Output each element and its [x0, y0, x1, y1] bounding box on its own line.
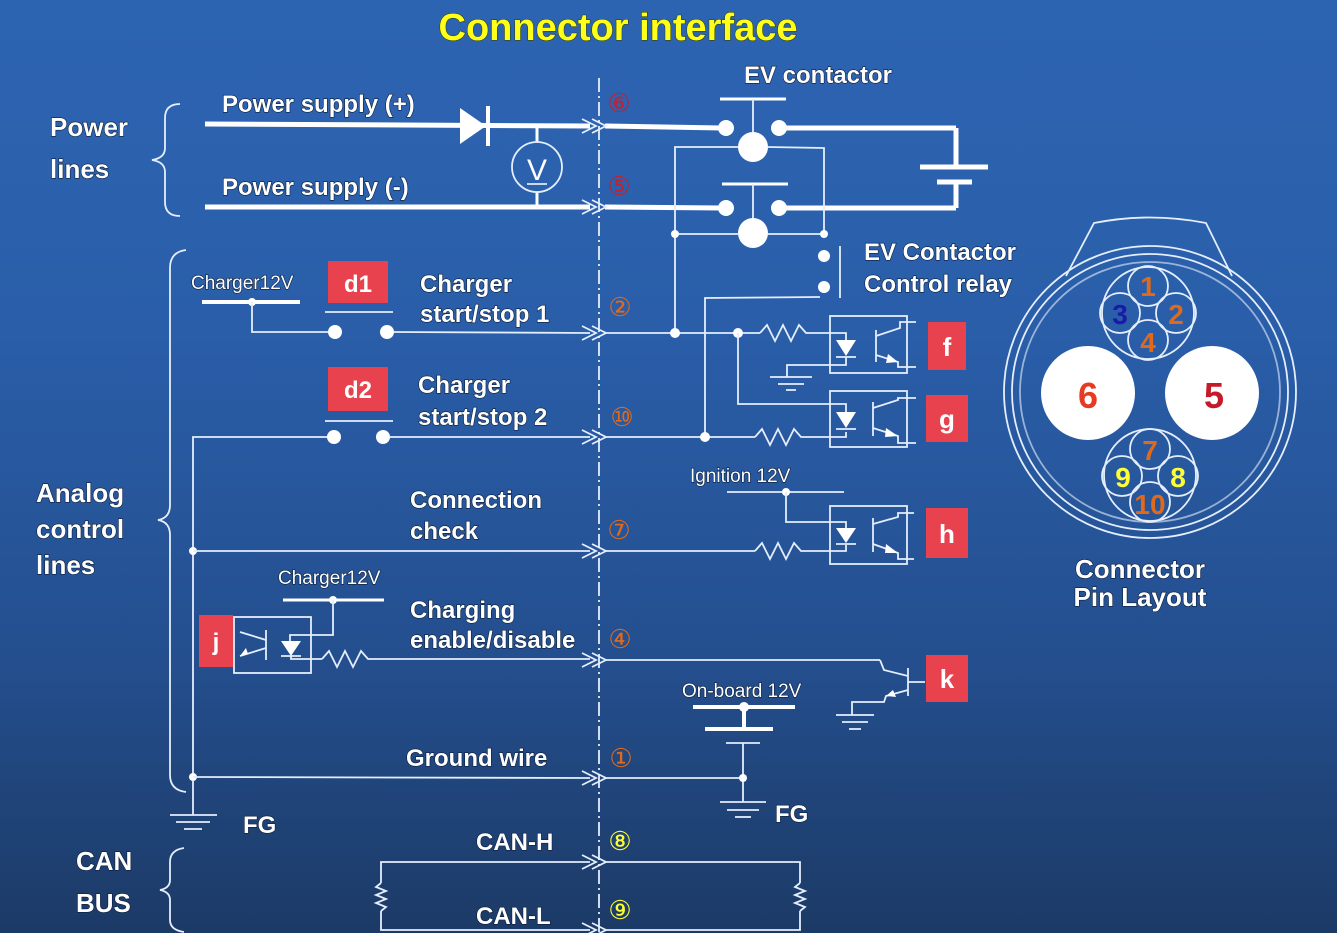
start-stop-1-label-line1: Charger: [420, 271, 512, 298]
badge-f: [928, 322, 966, 370]
connection-check-label-line2: check: [410, 518, 479, 545]
pin-4-marker: ④: [608, 624, 631, 654]
pin-layout-caption-line1: Connector: [1075, 554, 1205, 584]
badge-k: [926, 655, 968, 702]
group-label-analog: Analog: [36, 478, 124, 508]
pin-1-marker: ①: [609, 743, 632, 773]
diode-icon: [460, 108, 486, 144]
connection-check-line: Connection check ⑦: [189, 486, 755, 559]
ev-contactor: EV contactor: [671, 61, 988, 333]
relay-label-line2: Control relay: [864, 271, 1013, 298]
power-supply-plus-line: Power supply (+) ⑥: [204, 88, 723, 146]
pin-layout-10: 10: [1134, 489, 1165, 520]
group-label-lines: lines: [50, 154, 109, 184]
badge-j: [199, 615, 233, 667]
fg-label-right: FG: [775, 801, 808, 828]
pin-layout-3: 3: [1112, 299, 1128, 330]
badge-d2-label: d2: [344, 377, 372, 404]
ignition12v-label: Ignition 12V: [690, 466, 791, 487]
pin-layout-7: 7: [1142, 435, 1158, 466]
voltmeter-icon: V: [511, 126, 563, 207]
pin-layout-2: 2: [1168, 299, 1184, 330]
group-label-bus: BUS: [76, 888, 131, 918]
group-analog-control-lines: Analog control lines: [35, 249, 187, 793]
pin-8-marker: ⑧: [608, 826, 631, 856]
badge-j-label: j: [212, 629, 220, 656]
charging-enable-label-line1: Charging: [410, 597, 515, 624]
can-brace: [159, 847, 185, 933]
charger12v-label-2: Charger12V: [278, 568, 381, 589]
pin-10-marker: ⑩: [610, 402, 633, 432]
ev-contactor-control-relay: EV Contactor Control relay: [704, 238, 1017, 437]
group-can-bus: CAN BUS: [75, 845, 185, 933]
transistor-k: k: [836, 655, 968, 730]
group-label-can: CAN: [76, 846, 132, 876]
optocoupler-f: f: [737, 315, 966, 412]
optocoupler-h: Ignition 12V h: [689, 465, 968, 565]
fg-label-left: FG: [243, 812, 276, 839]
start-stop-2-label-line1: Charger: [418, 372, 510, 399]
ground-wire-line: Ground wire ① FG FG: [170, 743, 809, 840]
badge-f-label: f: [943, 332, 952, 362]
pin-layout-9: 9: [1115, 462, 1131, 493]
pin-layout-5: 5: [1204, 375, 1224, 416]
pin-layout-4: 4: [1140, 327, 1156, 358]
badge-k-label: k: [940, 664, 955, 694]
can-l-label: CAN-L: [476, 903, 551, 930]
charger-start-stop-1-line: Charger12V d1 Charger start/stop 1 ②: [190, 261, 760, 341]
badge-h-label: h: [939, 519, 955, 549]
frame-ground-right-icon: [720, 801, 766, 818]
onboard12v-label: On-board 12V: [682, 681, 802, 702]
group-label-lines-2: lines: [36, 550, 95, 580]
can-terminator-left: [373, 882, 389, 912]
badge-h: [926, 508, 968, 558]
group-label-power: Power: [50, 112, 128, 142]
power-supply-plus-label: Power supply (+): [222, 91, 415, 118]
charger-start-stop-2-line: d2 Charger start/stop 2 ⑩: [192, 367, 755, 780]
relay-label-line1: EV Contactor: [864, 239, 1016, 266]
start-stop-1-label-line2: start/stop 1: [420, 301, 549, 328]
ground-wire-label: Ground wire: [406, 745, 547, 772]
voltmeter-label: V: [527, 154, 547, 187]
pin-layout-caption-line2: Pin Layout: [1074, 582, 1207, 612]
badge-d1: [328, 261, 388, 303]
badge-g: [926, 395, 968, 442]
frame-ground-left-icon: [170, 814, 217, 830]
pin-9-marker: ⑨: [608, 895, 631, 925]
connection-check-label-line1: Connection: [410, 487, 542, 514]
can-bus-lines: CAN-H ⑧ CAN-L ⑨: [373, 826, 808, 933]
charging-enable-label-line2: enable/disable: [410, 627, 575, 654]
power-brace: [151, 103, 181, 217]
power-supply-minus-line: Power supply (-) ⑤: [205, 171, 723, 215]
group-power-lines: Power lines: [49, 103, 181, 217]
optocoupler-g: g: [754, 390, 968, 448]
group-label-control: control: [36, 514, 124, 544]
can-terminator-right: [792, 882, 808, 912]
pin-5-marker: ⑤: [607, 171, 630, 201]
analog-brace: [157, 249, 187, 793]
pin-7-marker: ⑦: [607, 515, 630, 545]
pin-layout-6: 6: [1078, 375, 1098, 416]
page-title: Connector interface: [439, 7, 798, 49]
pin-2-marker: ②: [608, 292, 631, 322]
badge-d1-label: d1: [344, 271, 372, 298]
pin-layout-8: 8: [1170, 462, 1186, 493]
ev-contactor-label: EV contactor: [744, 62, 892, 89]
charging-enable-disable-line: Charger12V j Charging enable/disable ④: [199, 567, 880, 674]
start-stop-2-label-line2: start/stop 2: [418, 404, 547, 431]
connector-pin-layout: 1 2 3 4 6 5 7 8 9 10 Connector Pin Layou…: [1003, 216, 1297, 613]
badge-g-label: g: [939, 404, 955, 434]
onboard-12v-battery: On-board 12V: [681, 680, 802, 802]
power-supply-minus-label: Power supply (-): [222, 174, 409, 201]
pin-6-marker: ⑥: [607, 88, 630, 118]
can-h-label: CAN-H: [476, 829, 553, 856]
badge-d2: [328, 367, 388, 411]
charger12v-label-1: Charger12V: [191, 273, 294, 294]
pin-layout-1: 1: [1140, 271, 1156, 302]
